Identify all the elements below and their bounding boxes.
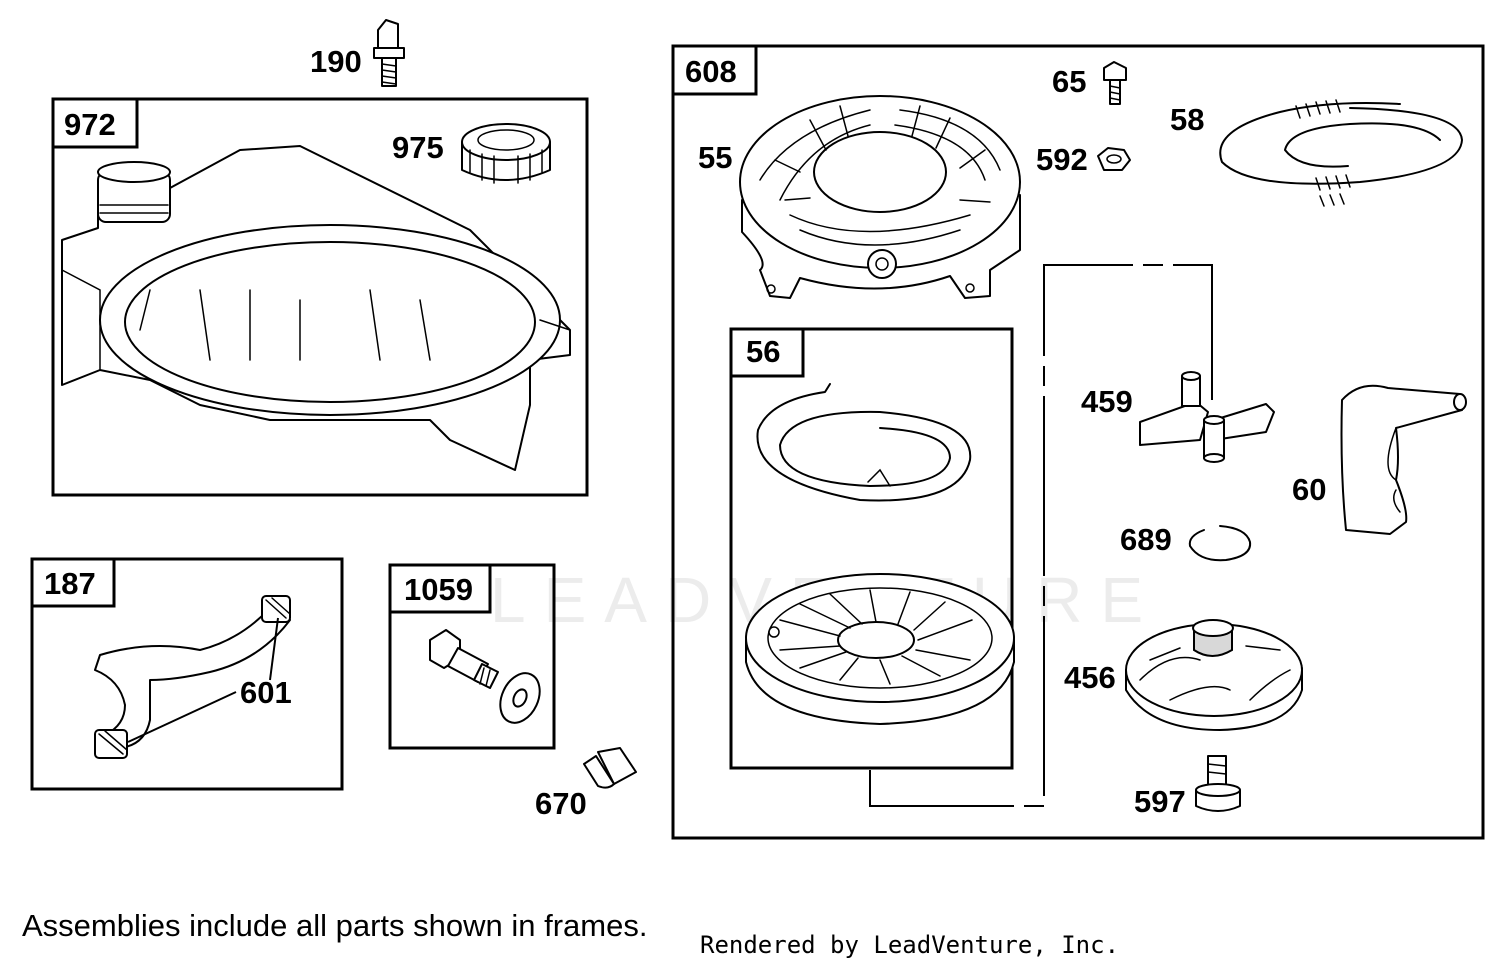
screw-190-part[interactable] xyxy=(373,19,405,87)
callout-592: 592 xyxy=(1036,142,1088,177)
fuel-tank-part[interactable] xyxy=(61,145,571,471)
frame-187-label: 187 xyxy=(44,566,96,601)
callout-55: 55 xyxy=(698,140,732,175)
frame-608-label-box xyxy=(671,44,758,96)
frame-608 xyxy=(671,44,1485,840)
ratchet-456-part[interactable] xyxy=(1125,619,1303,731)
frame-972-label-box xyxy=(51,97,139,149)
screw-597-part[interactable] xyxy=(1195,755,1241,812)
callout-58: 58 xyxy=(1170,102,1204,137)
fuel-line-part[interactable] xyxy=(94,595,291,759)
recoil-spring-part[interactable] xyxy=(756,383,972,502)
render-credit: Rendered by LeadVenture, Inc. xyxy=(700,931,1120,959)
frame-187-label-box xyxy=(30,557,116,608)
starter-rope-part[interactable] xyxy=(1219,99,1463,207)
callout-65: 65 xyxy=(1052,64,1086,99)
pawl-459-part[interactable] xyxy=(1139,371,1275,463)
starter-housing-part[interactable] xyxy=(739,95,1021,299)
leader-601-a xyxy=(269,617,279,681)
assembly-bracket xyxy=(869,264,1213,807)
callout-190: 190 xyxy=(310,44,362,79)
frame-56 xyxy=(729,327,1014,770)
frame-1059-label: 1059 xyxy=(404,572,473,607)
spacer-670-part[interactable] xyxy=(583,747,637,789)
callout-689: 689 xyxy=(1120,522,1172,557)
frame-972-label: 972 xyxy=(64,107,116,142)
callout-670: 670 xyxy=(535,786,587,821)
frame-972 xyxy=(51,97,589,497)
frame-1059-label-box xyxy=(388,563,492,614)
callout-456: 456 xyxy=(1064,660,1116,695)
leader-601-b xyxy=(127,691,237,743)
nut-592-part[interactable] xyxy=(1097,147,1131,171)
frame-187 xyxy=(30,557,344,791)
washer-1059-part[interactable] xyxy=(493,667,548,729)
callout-459: 459 xyxy=(1081,384,1133,419)
callout-975: 975 xyxy=(392,130,444,165)
frame-56-label: 56 xyxy=(746,334,780,369)
callout-597: 597 xyxy=(1134,784,1186,819)
starter-pulley-part[interactable] xyxy=(745,573,1015,725)
screw-65-part[interactable] xyxy=(1103,61,1127,105)
callout-60: 60 xyxy=(1292,472,1326,507)
bolt-1059-part[interactable] xyxy=(429,629,499,689)
frame-608-label: 608 xyxy=(685,54,737,89)
assemblies-note: Assemblies include all parts shown in fr… xyxy=(22,908,648,943)
fuel-cap-part[interactable] xyxy=(461,123,551,184)
starter-handle-part[interactable] xyxy=(1340,384,1467,535)
retaining-ring-part[interactable] xyxy=(1188,525,1252,562)
callout-601: 601 xyxy=(240,675,292,710)
frame-56-label-box xyxy=(729,327,805,378)
